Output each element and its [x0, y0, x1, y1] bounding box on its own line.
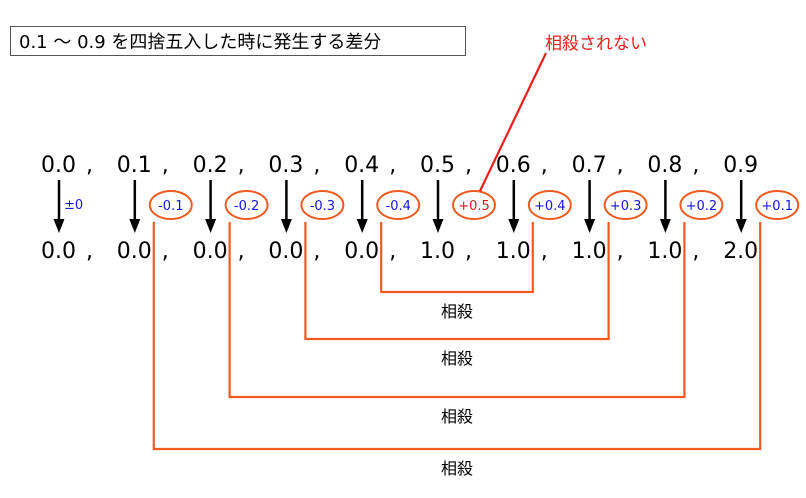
output-value: 2.0	[723, 239, 758, 264]
diff-label: -0.4	[386, 199, 411, 214]
diff-oval	[376, 190, 421, 220]
input-value: 0.9	[723, 153, 758, 178]
output-value: 1.0	[647, 239, 682, 264]
arrow-head	[280, 219, 292, 233]
diagram-title: 0.1 〜 0.9 を四捨五入した時に発生する差分	[10, 26, 466, 56]
diff-label: -0.1	[158, 199, 183, 214]
output-value: 1.0	[420, 239, 455, 264]
cancel-label: 相殺	[441, 302, 473, 321]
separator: ,	[465, 239, 472, 264]
diff-label: +0.5	[458, 199, 490, 214]
diff-label: +0.1	[761, 199, 793, 214]
separator: ,	[313, 153, 320, 178]
arrow-head	[584, 219, 596, 233]
diff-oval	[603, 190, 648, 220]
input-value: 0.2	[193, 153, 228, 178]
input-value: 0.7	[572, 153, 607, 178]
arrow-head	[53, 219, 65, 233]
separator: ,	[389, 239, 396, 264]
input-value: 0.8	[647, 153, 682, 178]
arrow-head	[129, 219, 141, 233]
separator: ,	[162, 153, 169, 178]
output-value: 0.0	[41, 239, 76, 264]
diff-oval	[148, 190, 193, 220]
cancel-label: 相殺	[441, 459, 473, 478]
separator: ,	[465, 153, 472, 178]
diff-label: -0.2	[234, 199, 259, 214]
input-value: 0.0	[41, 153, 76, 178]
cancel-bracket	[228, 222, 686, 399]
separator: ,	[313, 239, 320, 264]
separator: ,	[389, 153, 396, 178]
output-value: 1.0	[572, 239, 607, 264]
output-value: 0.0	[117, 239, 152, 264]
separator: ,	[162, 239, 169, 264]
separator: ,	[238, 153, 245, 178]
cancel-bracket	[152, 222, 762, 451]
callout-label: 相殺されない	[545, 34, 647, 54]
callout-line	[479, 52, 547, 192]
arrow-head	[508, 219, 520, 233]
input-value: 0.6	[496, 153, 531, 178]
arrow-head	[735, 219, 747, 233]
separator: ,	[238, 239, 245, 264]
separator: ,	[86, 239, 93, 264]
input-value: 0.5	[420, 153, 455, 178]
output-value: 1.0	[496, 239, 531, 264]
cancel-label: 相殺	[441, 349, 473, 368]
output-value: 0.0	[344, 239, 379, 264]
arrow-head	[205, 219, 217, 233]
diff-label: -0.3	[310, 199, 335, 214]
cancel-bracket	[380, 222, 534, 294]
input-value: 0.3	[268, 153, 303, 178]
separator: ,	[617, 239, 624, 264]
diff-label: +0.4	[534, 199, 566, 214]
separator: ,	[541, 153, 548, 178]
diff-oval	[527, 190, 572, 220]
output-value: 0.0	[193, 239, 228, 264]
cancel-label: 相殺	[441, 407, 473, 426]
separator: ,	[692, 153, 699, 178]
arrow-head	[356, 219, 368, 233]
diff-oval	[679, 190, 724, 220]
output-value: 0.0	[268, 239, 303, 264]
separator: ,	[617, 153, 624, 178]
arrow-head	[659, 219, 671, 233]
separator: ,	[692, 239, 699, 264]
cancel-bracket	[304, 222, 610, 341]
diff-label: +0.3	[610, 199, 642, 214]
separator: ,	[541, 239, 548, 264]
diff-oval	[452, 190, 496, 220]
separator: ,	[86, 153, 93, 178]
diff-oval	[224, 190, 269, 220]
input-value: 0.1	[117, 153, 152, 178]
diff-oval	[755, 190, 800, 220]
diff-label: ±0	[64, 198, 83, 213]
diff-label: +0.2	[686, 199, 718, 214]
diff-oval	[300, 190, 345, 220]
arrow-head	[432, 219, 444, 233]
input-value: 0.4	[344, 153, 379, 178]
